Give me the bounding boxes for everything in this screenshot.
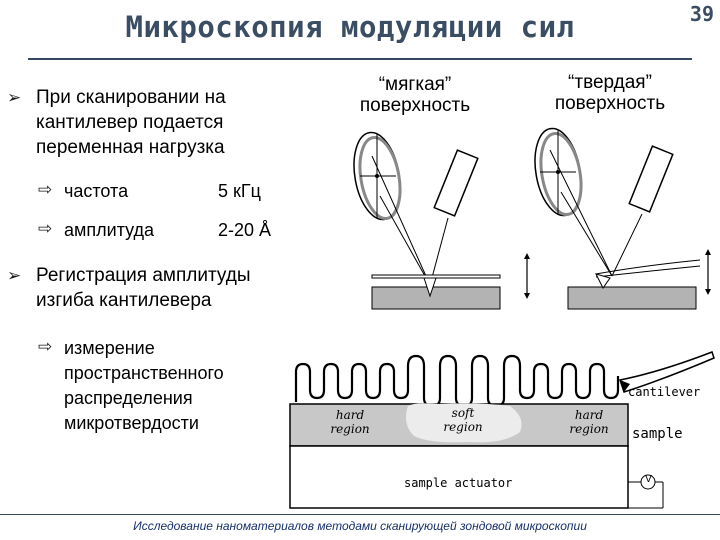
sub-arrow-icon: ⇨ xyxy=(38,180,53,199)
soft-surface-label-2: поверхность xyxy=(359,95,471,116)
footer-text: Исследование наноматериалов методами ска… xyxy=(133,519,587,533)
region-word: hard xyxy=(574,408,604,422)
amplitude-value: 2-20 Å xyxy=(218,220,272,240)
bullet-arrow-icon: ➢ xyxy=(7,266,22,285)
sub-arrow-icon: ⇨ xyxy=(38,337,53,356)
hard-cantilever-bent xyxy=(595,259,701,275)
measurement-line: измерение xyxy=(64,338,155,358)
region-word: region xyxy=(569,422,609,436)
sample-label: sample xyxy=(632,426,683,442)
bullet-line: переменная нагрузка xyxy=(36,137,225,158)
soft-surface-setup xyxy=(353,131,530,310)
bullet-arrow-icon: ➢ xyxy=(7,88,22,107)
measurement-line: распределения xyxy=(64,388,193,408)
soft-region-shape xyxy=(406,403,522,443)
soft-region-label: soft region xyxy=(438,406,488,434)
frequency-value: 5 кГц xyxy=(218,181,261,201)
bullet-line: изгиба кантилевера xyxy=(36,290,212,311)
region-word: region xyxy=(443,420,483,434)
hard-region-left-label: hard region xyxy=(325,408,375,436)
footer-divider xyxy=(0,514,720,515)
hard-region-right-label: hard region xyxy=(564,408,614,436)
bullet-line: Регистрация амплитуды xyxy=(36,265,251,286)
region-word: soft xyxy=(451,406,475,420)
laser xyxy=(433,149,479,217)
tip-trajectory-wave xyxy=(294,354,620,408)
title-divider xyxy=(28,58,692,60)
amplitude-label: амплитуда xyxy=(64,220,155,240)
slide-number: 39 xyxy=(689,2,714,26)
soft-sample-surface xyxy=(371,286,501,310)
cantilever-label: cantilever xyxy=(628,385,701,399)
soft-surface-label-1: “мягкая” xyxy=(378,74,452,95)
hard-surface-label-1: “твердая” xyxy=(568,72,652,93)
laser xyxy=(628,145,674,213)
bullet-line: При сканировании на xyxy=(36,87,226,108)
slide-title: Микроскопия модуляции сил xyxy=(125,10,575,44)
hard-surface-setup xyxy=(534,127,711,310)
cantilever-arm xyxy=(619,351,715,393)
hard-surface-label-2: поверхность xyxy=(554,93,666,114)
frequency-label: частота xyxy=(64,181,129,201)
voltage-label: V xyxy=(645,474,652,485)
sub-arrow-icon: ⇨ xyxy=(38,219,53,238)
scan-diagram xyxy=(289,351,715,509)
region-word: hard xyxy=(335,408,365,422)
hard-sample-surface xyxy=(567,286,697,310)
bullet-line: кантилевер подается xyxy=(36,112,224,133)
measurement-line: микротвердости xyxy=(64,413,199,433)
region-word: region xyxy=(330,422,370,436)
measurement-line: пространственного xyxy=(64,363,224,383)
sample-actuator-label: sample actuator xyxy=(404,476,513,490)
sample-actuator xyxy=(289,445,629,509)
